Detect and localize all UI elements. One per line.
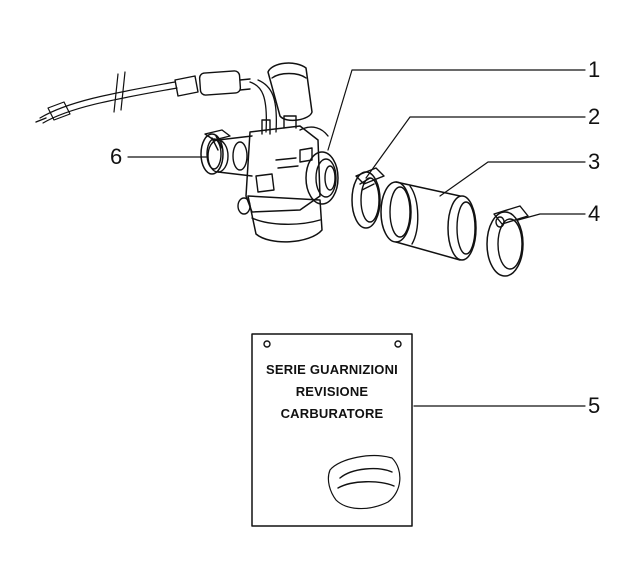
- callout-3: 3: [588, 149, 601, 174]
- callout-2: 2: [588, 104, 601, 129]
- gasket-kit-line-2: REVISIONE: [295, 384, 369, 399]
- gasket-kit-envelope: [251, 333, 413, 527]
- clamp-part-2: [351, 167, 385, 229]
- throttle-cable: [35, 70, 251, 124]
- callout-4: 4: [588, 201, 601, 226]
- carburettor-body: [207, 115, 339, 243]
- callout-1: 1: [588, 57, 601, 82]
- leader-lines: [127, 69, 586, 407]
- callout-5: 5: [588, 393, 601, 418]
- clamp-part-4: [486, 205, 529, 277]
- gasket-kit-line-3: CARBURATORE: [280, 406, 384, 421]
- choke-cover: [249, 62, 313, 133]
- clamp-part-6: [200, 129, 231, 175]
- intake-sleeve-part-3: [380, 181, 477, 261]
- callout-6: 6: [110, 144, 123, 169]
- gasket-kit-line-1: SERIE GUARNIZIONI: [266, 362, 398, 377]
